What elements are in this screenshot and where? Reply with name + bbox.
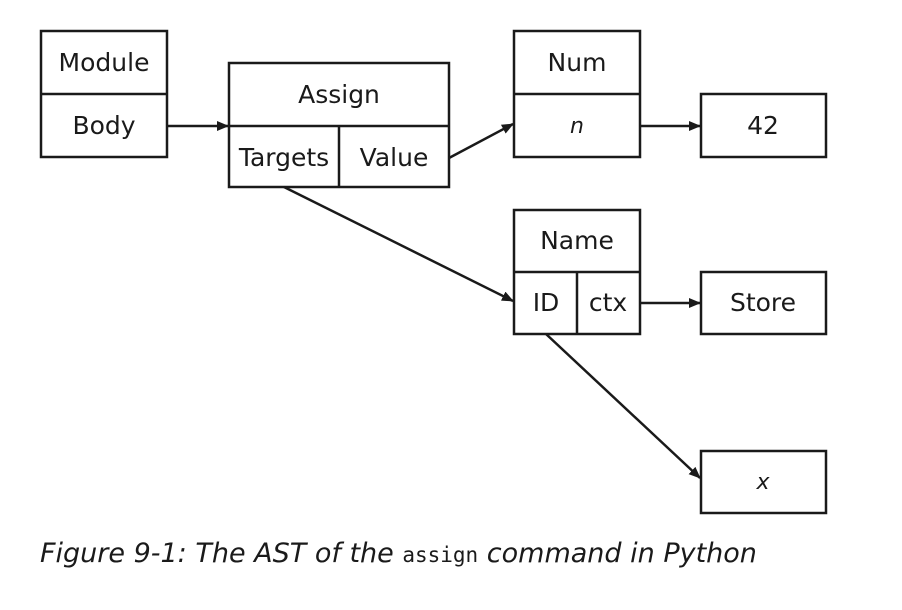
assign-field-targets: Targets: [238, 143, 329, 172]
caption-suffix: command in Python: [478, 538, 757, 569]
value-42-node: 42: [699, 92, 828, 159]
assign-field-value: Value: [360, 143, 429, 172]
figure-caption: Figure 9-1: The AST of the assign comman…: [40, 538, 757, 569]
name-title: Name: [540, 226, 614, 255]
num-node: Num n: [512, 29, 642, 159]
store-node: Store: [699, 270, 828, 336]
value-42-label: 42: [747, 111, 779, 140]
module-node: Module Body: [39, 29, 169, 159]
edge-id-to-x: [545, 333, 701, 479]
ast-diagram: Module Body Assign Targets Value Num n N…: [39, 29, 828, 515]
name-field-id: ID: [533, 288, 560, 317]
module-title: Module: [59, 48, 150, 77]
num-title: Num: [548, 48, 607, 77]
edge-value-to-num: [448, 122, 514, 160]
num-field-n: n: [570, 114, 584, 139]
edge-targets-to-name: [283, 185, 514, 303]
caption-code: assign: [402, 543, 479, 567]
x-node: x: [699, 449, 828, 515]
x-label: x: [755, 470, 770, 495]
name-node: Name ID ctx: [512, 208, 642, 336]
module-field-body: Body: [72, 111, 135, 140]
assign-title: Assign: [298, 80, 380, 109]
assign-node: Assign Targets Value: [227, 61, 451, 189]
name-field-ctx: ctx: [589, 288, 627, 317]
caption-prefix: Figure 9-1: The AST of the: [40, 538, 403, 569]
store-label: Store: [730, 288, 796, 317]
